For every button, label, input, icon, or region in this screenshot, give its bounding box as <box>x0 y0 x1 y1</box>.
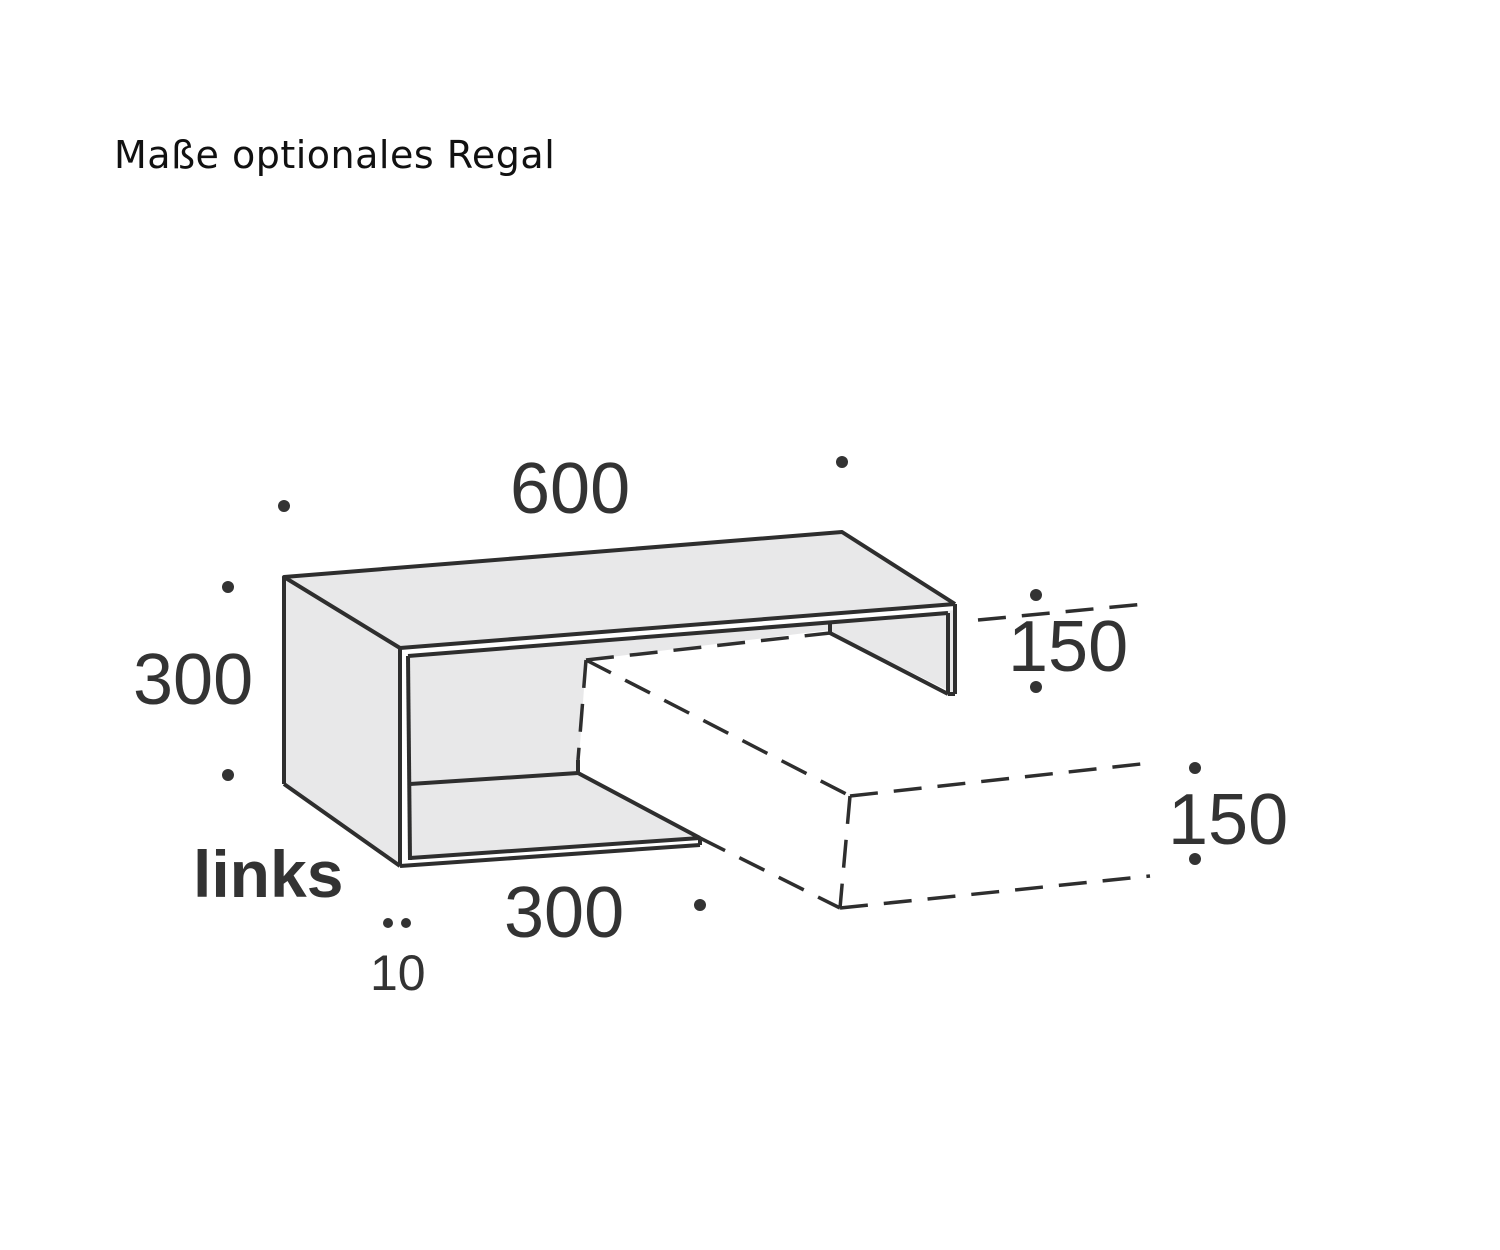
dimension-height-300: 300 <box>133 640 253 720</box>
diagram-title: Maße optionales Regal <box>114 133 556 177</box>
dimension-drawer-150: 150 <box>1168 780 1288 860</box>
dimension-shelf-150: 150 <box>1008 607 1128 687</box>
drawer-dashed-outline <box>576 602 1151 910</box>
dimension-markers <box>222 456 1201 928</box>
side-label: links <box>193 837 343 911</box>
dimension-depth-300: 300 <box>504 873 624 953</box>
dimension-width-600: 600 <box>510 449 630 529</box>
shelf-faces <box>284 532 955 866</box>
shelf-outline <box>282 530 957 868</box>
dimension-thickness-10: 10 <box>370 945 426 1001</box>
